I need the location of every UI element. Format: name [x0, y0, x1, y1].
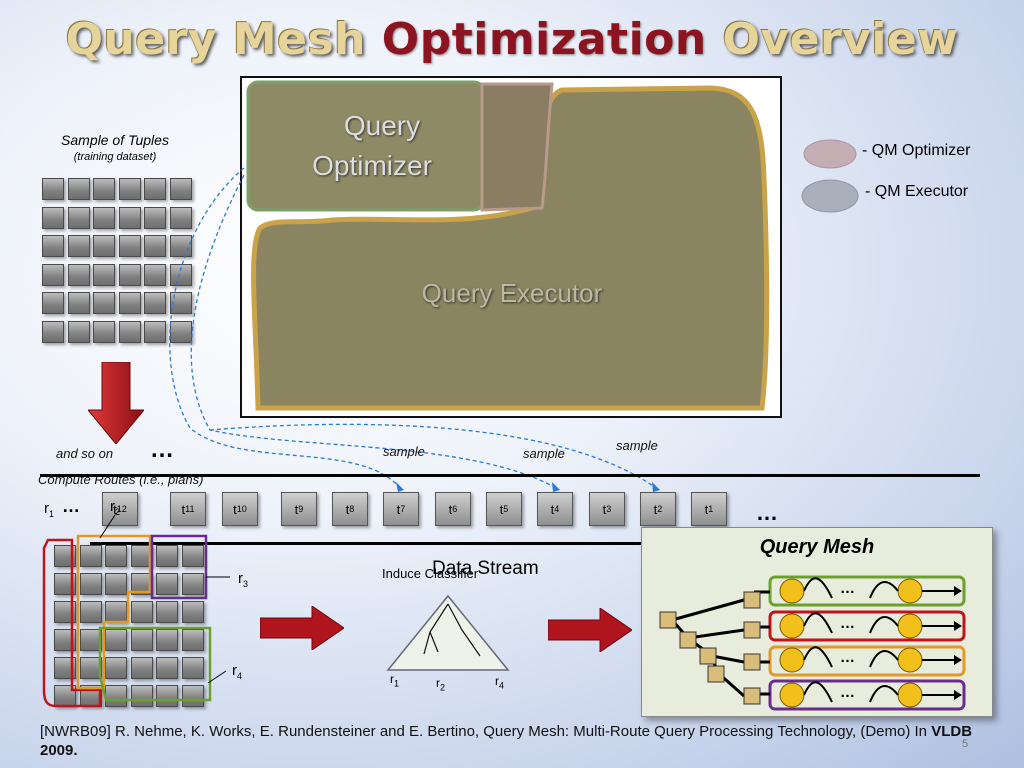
mesh-ellipsis: …: [840, 580, 855, 597]
query-mesh-diagram: [642, 528, 992, 716]
citation-text: [NWRB09] R. Nehme, K. Works, E. Rundenst…: [40, 723, 931, 740]
tree-label-r2: r2: [436, 676, 445, 692]
right-arrow-icon: [548, 608, 632, 652]
page-number: 5: [962, 738, 968, 750]
tree-label-r1: r1: [390, 672, 399, 688]
classifier-tree-icon: [384, 592, 512, 676]
right-arrow-icon: [260, 606, 344, 650]
mesh-ellipsis: …: [840, 684, 855, 701]
query-mesh-panel: Query Mesh: [641, 527, 993, 717]
tree-label-r4: r4: [495, 674, 504, 690]
mesh-ellipsis: …: [840, 649, 855, 666]
mesh-ellipsis: …: [840, 615, 855, 632]
citation-footer: [NWRB09] R. Nehme, K. Works, E. Rundenst…: [40, 722, 1000, 760]
